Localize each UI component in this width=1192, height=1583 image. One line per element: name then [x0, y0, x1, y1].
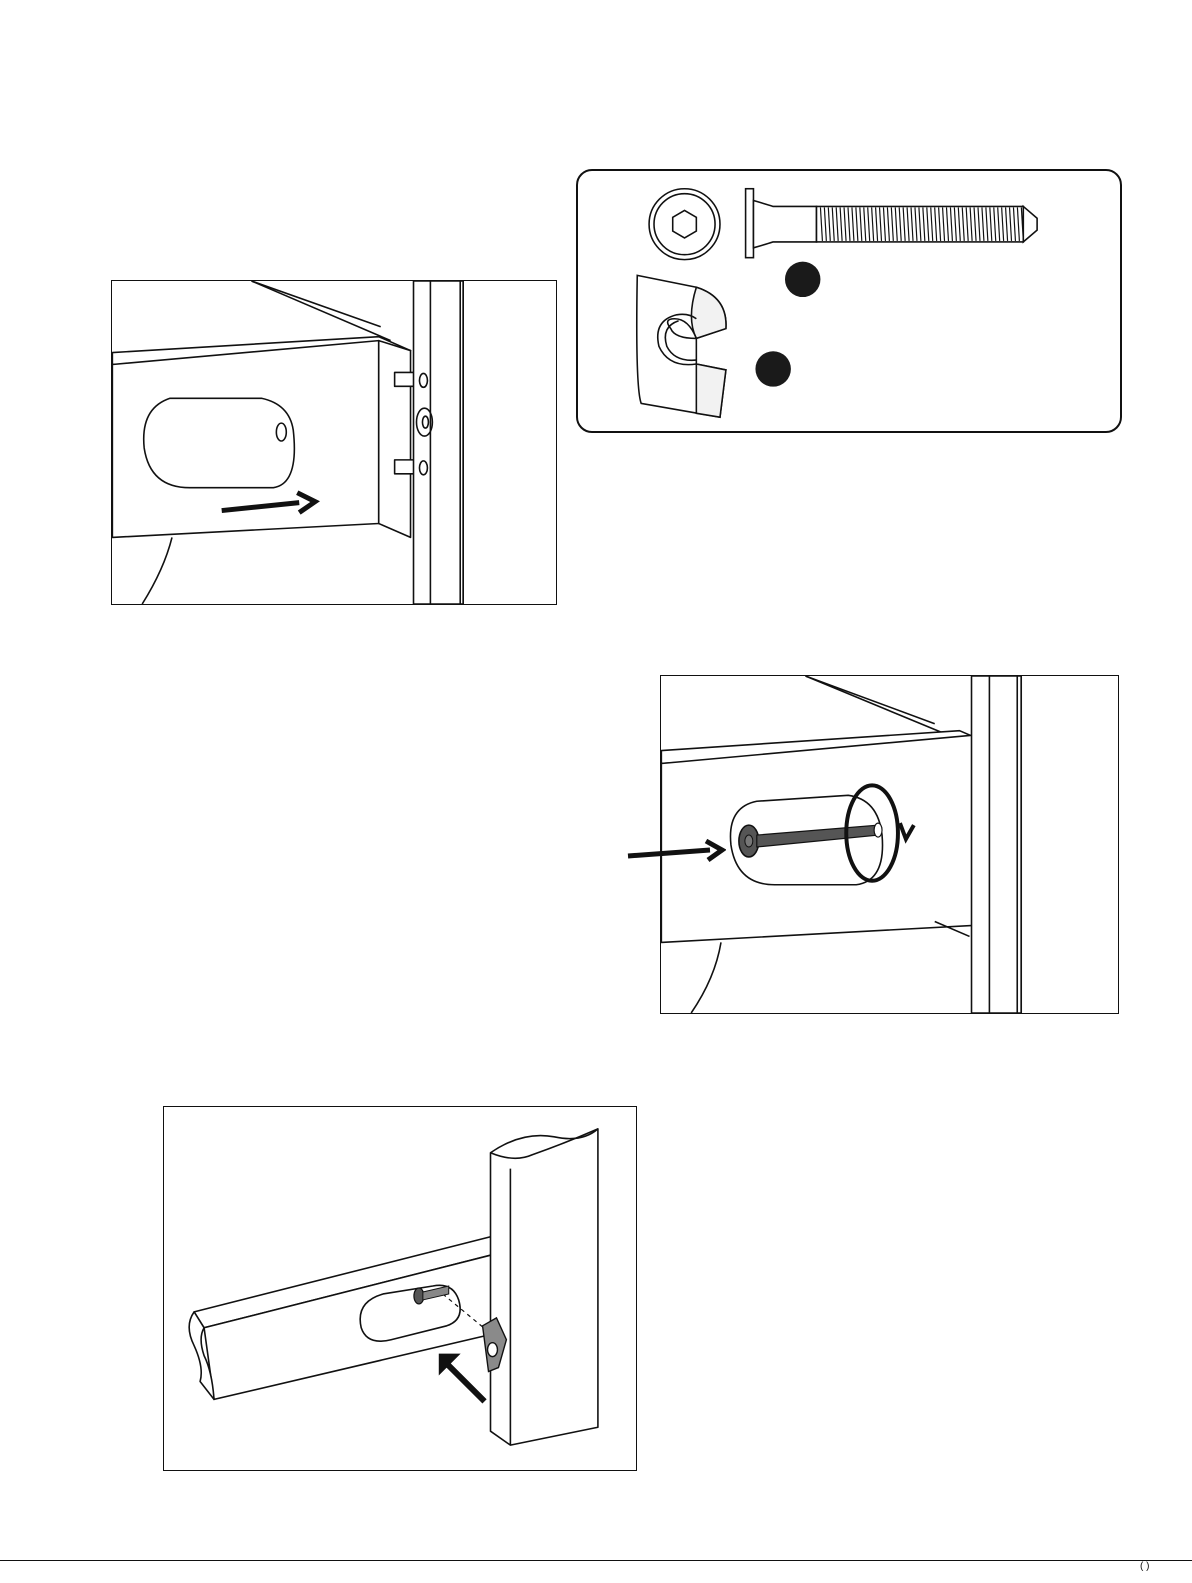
bolt-head-top-view-icon: [649, 189, 720, 260]
c-clip-icon: [637, 275, 726, 417]
vertical-post: [491, 1129, 598, 1445]
drawer-side-insert-illustration: [112, 281, 556, 604]
leg-line: [691, 942, 721, 1013]
top-panel-inner-line: [252, 281, 381, 327]
frame-post: [414, 281, 464, 604]
page-bottom-rule: [0, 1560, 1192, 1561]
top-panel-edge-line: [805, 676, 944, 734]
bolt-identifier-dot: [785, 262, 820, 297]
hardware-legend: [578, 171, 1120, 431]
rail-slot: [144, 398, 295, 487]
step-2-illustration: [660, 675, 1119, 1014]
frame-post: [972, 676, 1022, 1013]
page-footer-mark: ( ): [1140, 1561, 1149, 1572]
leg-line: [142, 537, 172, 604]
drawer-bolt-tighten-illustration: [661, 676, 1118, 1013]
rail-clip-attach-illustration: [164, 1107, 636, 1470]
attach-direction-arrow: [439, 1354, 485, 1402]
step-1-illustration: [111, 280, 557, 605]
rail-end-face: [379, 341, 411, 538]
step-3-illustration: [163, 1106, 637, 1471]
hardware-legend-box: [576, 169, 1122, 433]
clip-identifier-dot: [755, 351, 790, 386]
push-direction-arrow: [626, 836, 726, 866]
joint-connector-bolt-icon: [746, 189, 1038, 258]
top-panel-edge-line: [252, 281, 391, 341]
